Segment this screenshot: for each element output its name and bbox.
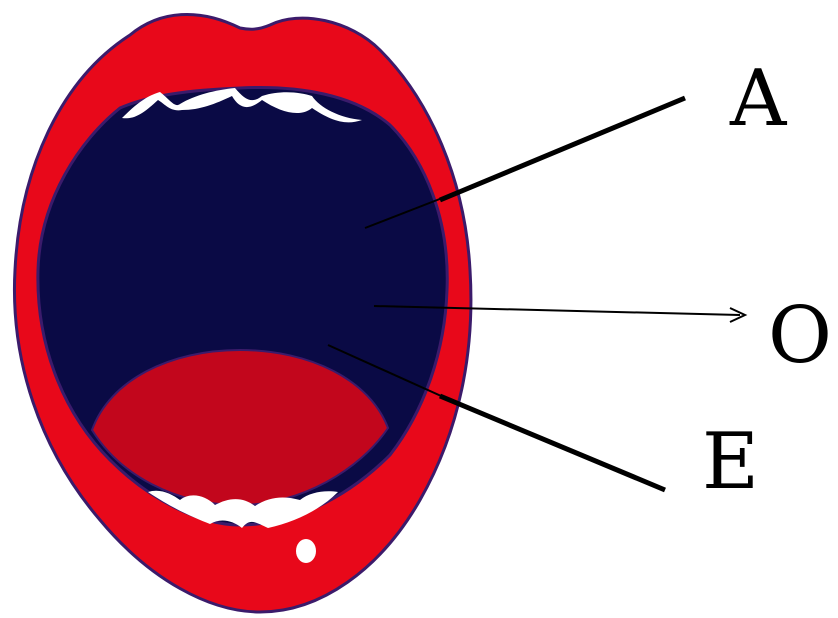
lip-highlight xyxy=(296,539,316,563)
label-e: E xyxy=(702,417,759,507)
pointer-line-a-outer xyxy=(440,98,685,200)
label-o: O xyxy=(768,291,832,381)
pointer-line-e-outer xyxy=(440,396,665,490)
label-a: A xyxy=(729,54,788,144)
